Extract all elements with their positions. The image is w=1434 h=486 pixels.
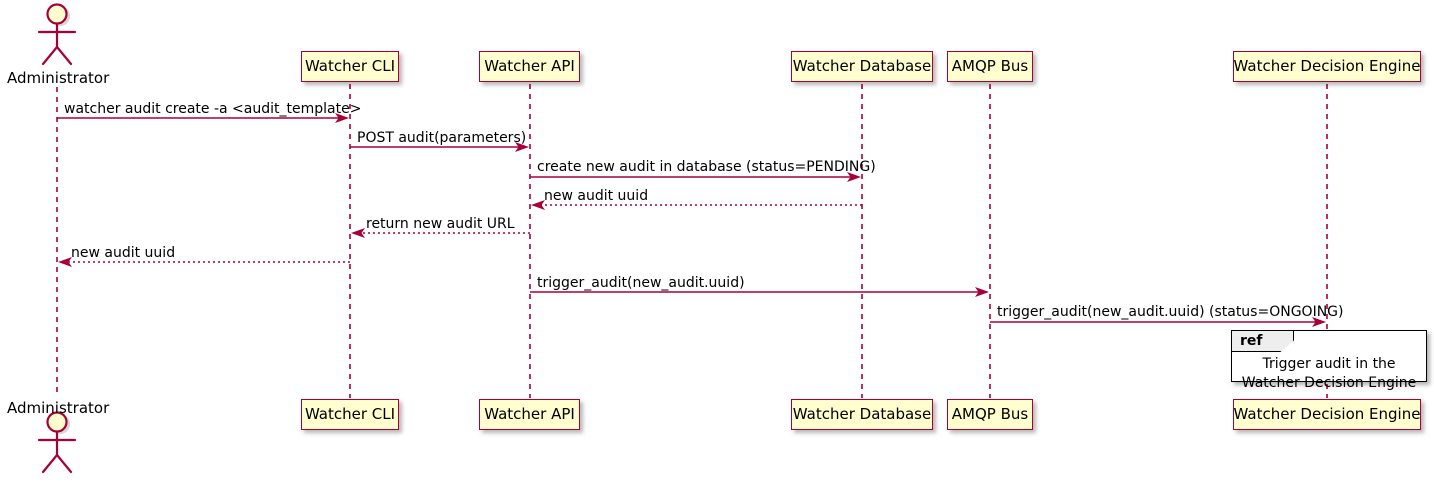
participant-label: Watcher Decision Engine — [1233, 57, 1421, 75]
actor-label-administrator-top: Administrator — [7, 69, 110, 87]
participant-box-watcher-database-top[interactable]: Watcher Database — [791, 51, 933, 82]
participant-label: Watcher API — [484, 57, 575, 75]
participant-label: Watcher CLI — [304, 57, 396, 75]
participant-box-amqp-bus-bottom[interactable]: AMQP Bus — [947, 399, 1033, 430]
participant-box-watcher-decision-engine-top[interactable]: Watcher Decision Engine — [1233, 51, 1421, 82]
message-arrow-return-new-audit-url — [351, 228, 530, 238]
ref-fragment-line-2: Watcher Decision Engine — [1241, 374, 1417, 391]
participant-label: Watcher API — [484, 405, 575, 423]
message-label-watcher-audit-create: watcher audit create -a <audit_template> — [64, 101, 362, 117]
ref-fragment-body: Trigger audit in the Watcher Decision En… — [1232, 355, 1426, 393]
message-label-new-audit-uuid-db: new audit uuid — [544, 188, 649, 204]
participant-box-watcher-cli-bottom[interactable]: Watcher CLI — [301, 399, 399, 430]
message-arrow-trigger-audit — [530, 287, 989, 297]
actor-figure-administrator-bottom — [37, 411, 77, 474]
message-arrow-create-new-audit — [530, 172, 861, 182]
message-arrow-new-audit-uuid-db — [531, 200, 862, 210]
participant-box-watcher-cli-top[interactable]: Watcher CLI — [301, 51, 399, 82]
participant-box-watcher-api-top[interactable]: Watcher API — [479, 51, 580, 82]
message-label-new-audit-uuid-cli: new audit uuid — [71, 245, 176, 261]
ref-fragment-tab-label: ref — [1240, 333, 1263, 349]
participant-label: Watcher CLI — [304, 405, 396, 423]
ref-fragment-line-1: Trigger audit in the — [1262, 356, 1396, 372]
ref-fragment-tab: ref — [1232, 331, 1294, 352]
participant-label: AMQP Bus — [951, 405, 1029, 423]
message-label-trigger-audit: trigger_audit(new_audit.uuid) — [537, 275, 745, 291]
ref-fragment-box[interactable]: ref Trigger audit in the Watcher Decisio… — [1231, 330, 1427, 391]
message-arrow-watcher-audit-create — [57, 113, 349, 123]
message-label-post-audit: POST audit(parameters) — [357, 130, 527, 146]
participant-label: Watcher Database — [792, 57, 932, 75]
participant-box-watcher-api-bottom[interactable]: Watcher API — [479, 399, 580, 430]
actor-figure-administrator-top — [37, 3, 77, 66]
message-arrow-post-audit — [350, 142, 529, 152]
participant-label: Watcher Database — [792, 405, 932, 423]
message-arrow-trigger-audit-ongoing — [990, 317, 1326, 327]
participant-box-amqp-bus-top[interactable]: AMQP Bus — [947, 51, 1033, 82]
participant-label: Watcher Decision Engine — [1233, 405, 1421, 423]
participant-label: AMQP Bus — [951, 57, 1029, 75]
message-label-create-new-audit: create new audit in database (status=PEN… — [537, 159, 876, 175]
message-label-trigger-audit-ongoing: trigger_audit(new_audit.uuid) (status=ON… — [997, 304, 1344, 320]
actor-label-administrator-bottom: Administrator — [7, 399, 110, 417]
participant-box-watcher-decision-engine-bottom[interactable]: Watcher Decision Engine — [1233, 399, 1421, 430]
participant-box-watcher-database-bottom[interactable]: Watcher Database — [791, 399, 933, 430]
message-arrow-new-audit-uuid-cli — [58, 257, 350, 267]
message-label-return-new-audit-url: return new audit URL — [366, 216, 515, 232]
